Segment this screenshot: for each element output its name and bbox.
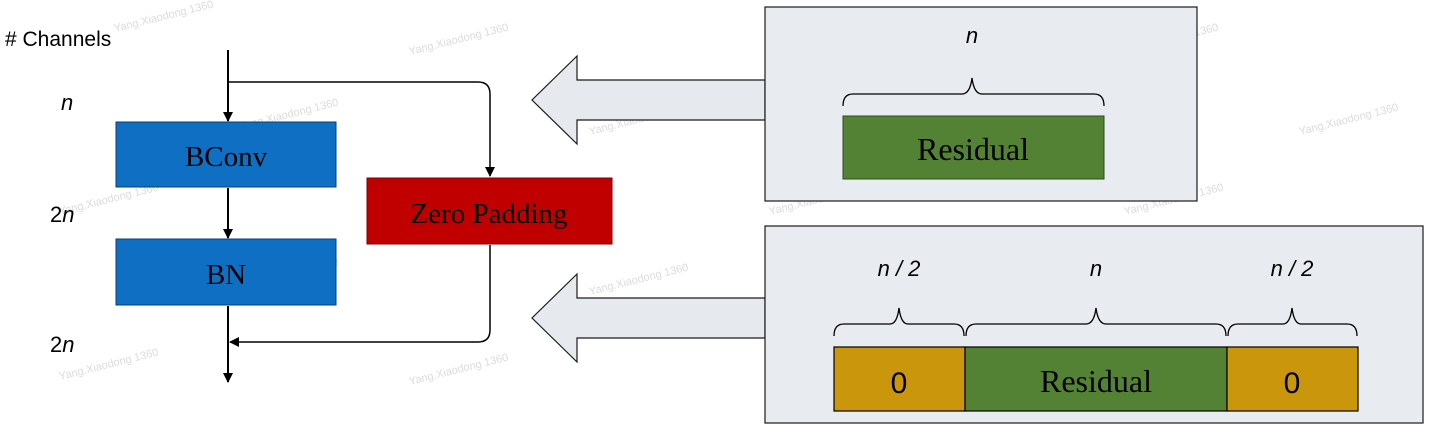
panel-bottom-brace-mid xyxy=(965,307,1227,337)
bn-block: BN xyxy=(115,238,337,306)
channel-label-output: 2n xyxy=(50,332,75,357)
panel-bottom-pad-left: 0 xyxy=(833,346,966,412)
panel-top-brace xyxy=(842,77,1105,107)
channel-label-after-bconv: 2n xyxy=(50,202,75,227)
panel-bottom-brace-right xyxy=(1227,307,1358,337)
pad-left-label: 0 xyxy=(891,367,908,400)
bn-label: BN xyxy=(206,259,246,291)
shortcut-merge-arrow xyxy=(229,245,491,347)
watermark: Yang.Xiaodong 1360 xyxy=(1298,102,1400,138)
panel-bottom-brace-right-label: n / 2 xyxy=(1271,256,1314,281)
callout-arrow-bottom xyxy=(531,272,766,364)
panel-top-residual: Residual xyxy=(842,115,1105,180)
shortcut-to-zero-padding xyxy=(228,81,495,177)
pad-right-label: 0 xyxy=(1284,367,1301,400)
callout-arrow-top xyxy=(531,54,766,146)
panel-top-brace-label: n xyxy=(966,23,978,48)
bconv-label: BConv xyxy=(185,141,268,173)
panel-bottom-brace-left xyxy=(833,307,965,337)
watermark: Yang.Xiaodong 1360 xyxy=(588,262,690,298)
panel-bottom-residual-label: Residual xyxy=(1040,363,1152,399)
panel-bottom-brace-mid-label: n xyxy=(1090,256,1102,281)
panel-top-residual-label: Residual xyxy=(917,131,1029,167)
zero-padding-label: Zero Padding xyxy=(410,198,567,230)
watermark: Yang.Xiaodong 1360 xyxy=(408,352,510,388)
channel-label-input: n xyxy=(61,90,73,115)
zero-padding-block: Zero Padding xyxy=(366,177,613,245)
watermark: Yang.Xiaodong 1360 xyxy=(113,0,215,35)
panel-bottom-pad-right: 0 xyxy=(1226,346,1359,412)
panel-bottom-brace-left-label: n / 2 xyxy=(878,256,921,281)
watermark: Yang.Xiaodong 1360 xyxy=(408,22,510,58)
channels-header: # Channels xyxy=(5,28,111,51)
bconv-block: BConv xyxy=(115,121,337,188)
panel-bottom-residual: Residual xyxy=(964,346,1228,412)
